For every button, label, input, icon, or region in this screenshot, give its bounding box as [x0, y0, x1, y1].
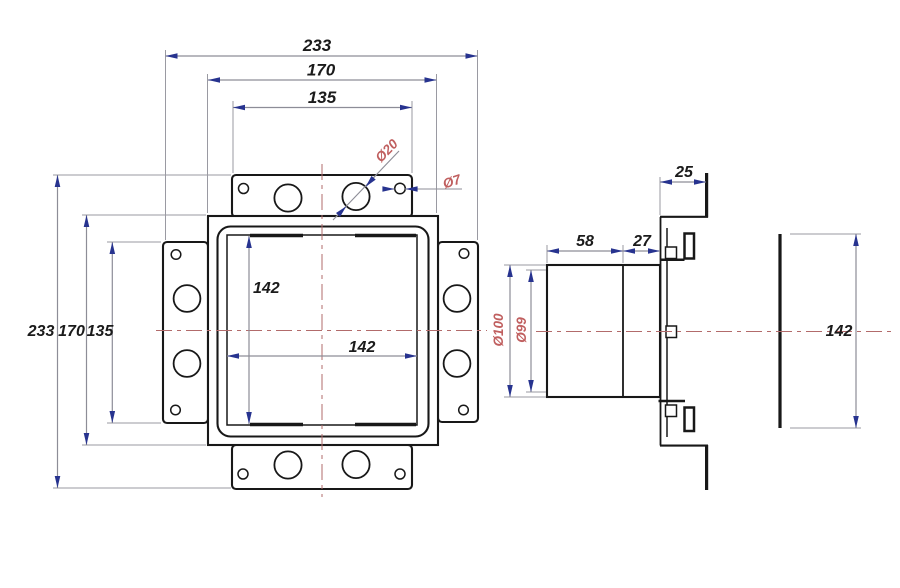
dia-label-small-hole: Ø7	[441, 171, 464, 191]
dimension-lines	[54, 53, 859, 488]
hole-small	[237, 468, 249, 480]
hole-large	[273, 450, 303, 480]
dia-label-large-hole: Ø20	[372, 136, 401, 165]
dim-left-flange: 135	[87, 323, 115, 340]
extension-lines	[53, 50, 861, 489]
bottom-clip	[658, 399, 696, 433]
dim-flange-return: 25	[674, 164, 694, 181]
left-flange	[161, 240, 210, 425]
dia-label-spigot-outer: Ø100	[491, 313, 506, 347]
dim-opening-width: 142	[349, 339, 376, 356]
dim-top-body: 170	[307, 61, 336, 80]
hole-small	[393, 182, 407, 195]
hole-small	[458, 247, 470, 260]
centerlines	[156, 164, 893, 497]
dim-spigot-to-plate: 27	[632, 233, 652, 250]
hole-large	[442, 349, 472, 378]
hole-small	[457, 404, 470, 416]
hole-large	[172, 284, 202, 313]
hole-small	[237, 182, 250, 195]
right-flange	[436, 240, 480, 424]
dim-left-overall: 233	[27, 323, 55, 340]
gasket-segments	[250, 233, 416, 427]
hole-large	[341, 449, 371, 479]
dim-opening-height: 142	[253, 280, 280, 297]
hole-small	[394, 468, 406, 480]
dia-label-spigot-inner: Ø99	[514, 317, 529, 343]
dim-side-opening-height: 142	[826, 323, 853, 340]
hole-large	[442, 284, 472, 313]
hole-large	[172, 349, 202, 378]
dim-left-body: 170	[58, 323, 85, 340]
top-clip	[661, 232, 696, 262]
dim-top-flange: 135	[308, 88, 337, 107]
hole-small	[170, 248, 182, 261]
hole-large	[273, 183, 303, 213]
front-view	[161, 173, 480, 491]
opening-frame	[216, 225, 430, 438]
hole-small	[169, 404, 182, 416]
dim-top-overall: 233	[302, 36, 332, 55]
dim-spigot-length: 58	[576, 233, 594, 250]
